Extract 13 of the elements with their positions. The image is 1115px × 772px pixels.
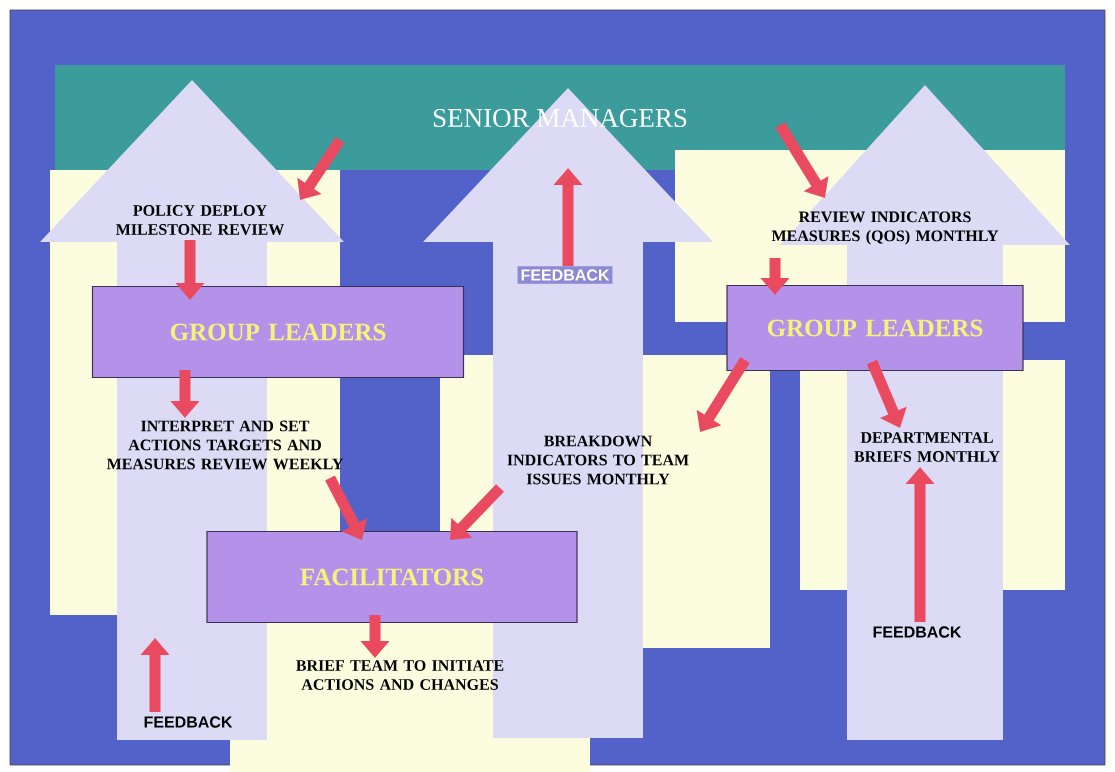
process-box: GROUP LEADERS (91, 285, 465, 379)
step-text: REVIEW INDICATORS MEASURES (QOS) MONTHLY (771, 211, 999, 245)
feedback-label: FEEDBACK (873, 626, 962, 638)
feedback-label: FEEDBACK (144, 716, 233, 728)
arrow (866, 359, 907, 428)
step-text: BREAKDOWN INDICATORS TO TEAM ISSUES MONTHLY (507, 435, 689, 485)
arrow (450, 484, 504, 540)
step-text: DEPARTMENTAL BRIEFS MONTHLY (854, 432, 1000, 462)
process-box: GROUP LEADERS (726, 284, 1024, 372)
step-text: BRIEF TEAM TO INITIATE ACTIONS AND CHANGES (296, 660, 504, 690)
feedback-label: FEEDBACK (517, 266, 613, 284)
step-text: POLICY DEPLOY MILESTONE REVIEW (115, 205, 285, 235)
process-box: FACILITATORS (206, 530, 578, 624)
